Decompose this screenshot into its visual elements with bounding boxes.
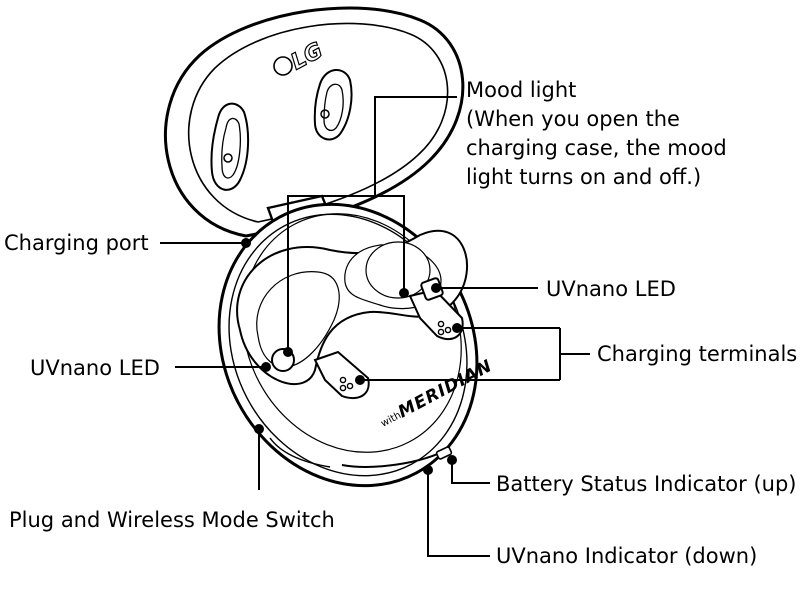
uvnano-led-right-label: UVnano LED	[546, 277, 676, 301]
mood-light-label: Mood light (When you open the charging c…	[466, 76, 766, 192]
leader-lines	[160, 96, 590, 557]
terminal-dots	[339, 320, 452, 392]
charging-terminals-label: Charging terminals	[597, 342, 798, 366]
mood-light-line4: light turns on and off.)	[466, 165, 702, 189]
battery-indicator-marker	[435, 446, 453, 460]
charging-port-label: Charging port	[4, 231, 149, 255]
mood-light-line2: (When you open the	[466, 107, 680, 131]
lg-logo-mark	[273, 56, 293, 76]
battery-status-indicator-label: Battery Status Indicator (up)	[496, 472, 797, 496]
mood-light-line1: Mood light	[466, 78, 577, 102]
mode-switch-label: Plug and Wireless Mode Switch	[9, 508, 335, 532]
leader-dots	[241, 238, 462, 475]
uvnano-indicator-label: UVnano Indicator (down)	[496, 544, 758, 568]
earbud-cradle	[236, 229, 469, 386]
terminal-stems	[313, 288, 464, 400]
case-lid	[164, 6, 465, 238]
mood-light-line3: charging case, the mood	[466, 136, 727, 160]
uvnano-led-left-label: UVnano LED	[30, 356, 160, 380]
